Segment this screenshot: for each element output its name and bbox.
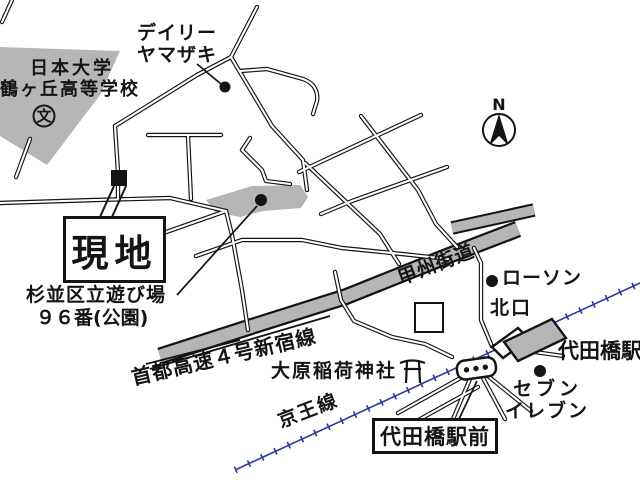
expressway-band — [145, 203, 536, 370]
leader-lines — [176, 63, 478, 420]
compass-north-label: N — [492, 95, 506, 114]
school-grounds-area — [0, 47, 120, 165]
school-symbol-character: 文 — [36, 107, 52, 125]
poi-dot-lawson — [486, 275, 498, 287]
north-exit-label: 北口 — [490, 297, 533, 319]
site-marker — [111, 170, 127, 186]
poi-dot-daily-yamazaki — [219, 81, 231, 93]
ohara-inari-shrine-label: 大原稲荷神社 — [271, 360, 398, 382]
poi-dot-seven-eleven — [534, 365, 546, 377]
shrine-block-outline — [414, 302, 444, 333]
seven-eleven-label-line2: イレブン — [505, 400, 590, 422]
school-symbol-icon — [32, 104, 56, 128]
playground-label-line1: 杉並区立遊び場 — [26, 284, 167, 306]
north-compass-icon — [482, 113, 516, 147]
poi-dots — [219, 81, 546, 377]
poi-dot-playground — [255, 194, 267, 206]
seven-eleven-label-line1: セブン — [513, 378, 583, 400]
university-label-line2: 鶴ヶ丘高等学校 — [0, 79, 140, 100]
site-label: 現地 — [71, 231, 158, 275]
bus-stop-callout-box: 代田橋駅前 — [372, 418, 498, 454]
playground-label-line2: ９６番(公園) — [36, 307, 149, 329]
station-building — [502, 317, 568, 363]
keio-railway-line — [233, 279, 640, 474]
site-callout-box: 現地 — [63, 216, 166, 283]
bus-stop-icon — [455, 356, 498, 381]
station-shapes — [490, 317, 568, 363]
torii-icon — [399, 359, 426, 384]
daily-yamazaki-label-line1: デイリー — [137, 22, 218, 44]
daily-yamazaki-label-line2: ヤマザキ — [137, 44, 218, 66]
site-marker-group — [99, 170, 127, 218]
bus-stop-label: 代田橋駅前 — [380, 425, 490, 449]
university-label-line1: 日本大学 — [30, 58, 114, 79]
daitabashi-station-label: 代田橋駅 — [558, 339, 640, 363]
lawson-label: ローソン — [502, 267, 583, 289]
